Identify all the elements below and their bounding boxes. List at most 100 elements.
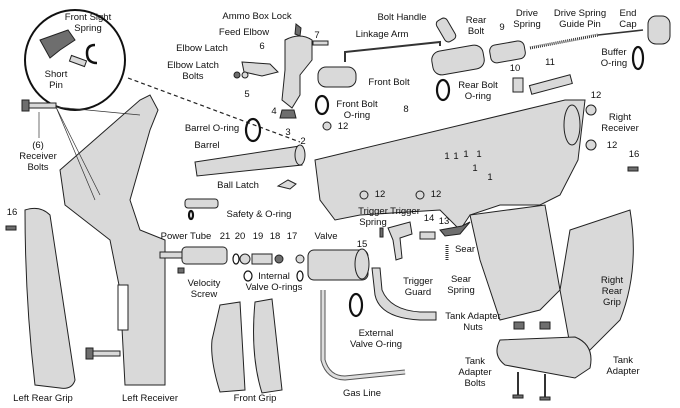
number-14: 14 [423, 213, 435, 224]
label-bolt-handle: Bolt Handle [377, 12, 427, 23]
number-21: 21 [219, 231, 231, 242]
drive-spring [529, 33, 599, 50]
number-1: 1 [463, 149, 469, 160]
front-sight-block [279, 109, 297, 119]
label-ammo-box-lock: Ammo Box Lock [222, 11, 292, 22]
label-left-receiver: Left Receiver [122, 393, 178, 404]
part-11 [528, 74, 573, 95]
label-sear: Sear [454, 244, 476, 255]
number-4: 4 [271, 106, 277, 117]
label-barrel: Barrel [194, 140, 220, 151]
label-gas-line: Gas Line [342, 388, 382, 399]
number-8: 8 [403, 104, 409, 115]
number-19: 19 [252, 231, 264, 242]
trigger-guard [371, 267, 437, 321]
feed-elbow [281, 35, 313, 109]
label-velocity-screw: Velocity Screw [187, 278, 221, 300]
bolt-part-9 [489, 40, 526, 64]
right-receiver [314, 99, 586, 231]
internal-valve-parts [232, 253, 305, 282]
number-13: 13 [438, 216, 450, 227]
number-9: 9 [499, 22, 505, 33]
hex-nut-12 [359, 190, 369, 200]
number-12: 12 [606, 140, 618, 151]
hex-nut-12 [585, 104, 597, 116]
label-right-receiver: Right Receiver [601, 112, 639, 134]
label-ball-latch: Ball Latch [217, 180, 259, 191]
elbow-latch [241, 61, 279, 77]
number-16: 16 [628, 149, 640, 160]
number-17: 17 [286, 231, 298, 242]
label-left-rear-grip: Left Rear Grip [13, 393, 73, 404]
number-1: 1 [472, 163, 478, 174]
number-10: 10 [509, 63, 521, 74]
number-1: 1 [444, 151, 450, 162]
ammo-box-lock [294, 23, 302, 37]
number-12: 12 [337, 121, 349, 132]
number-5: 5 [244, 89, 250, 100]
number-12: 12 [590, 90, 602, 101]
safety [184, 198, 219, 209]
trigger [387, 221, 413, 261]
label-front-bolt-oring: Front Bolt O-ring [336, 99, 378, 121]
label-trigger: Trigger [390, 206, 420, 217]
number-1: 1 [476, 149, 482, 160]
label-front-grip: Front Grip [233, 393, 277, 404]
trigger-part-13 [419, 231, 436, 240]
front-bolt [317, 66, 357, 88]
power-tube [159, 251, 183, 259]
external-valve-oring [348, 292, 364, 318]
number-1: 1 [487, 172, 493, 183]
label-end-cap: End Cap [619, 8, 637, 30]
label-elbow-latch: Elbow Latch [176, 43, 228, 54]
label-drive-spring: Drive Spring [513, 8, 541, 30]
number-16: 16 [6, 207, 18, 218]
bolt-handle [435, 17, 457, 43]
feed-elbow-screw [312, 40, 329, 46]
part-10 [512, 77, 524, 93]
label-barrel-oring: Barrel O-ring [184, 123, 240, 134]
label-rear-bolt-oring: Rear Bolt O-ring [458, 80, 498, 102]
label-rear-bolt: Rear Bolt [465, 15, 487, 37]
grip-screw-16 [5, 225, 17, 231]
buffer-oring [631, 45, 645, 71]
label-front-bolt: Front Bolt [368, 77, 410, 88]
hex-nut-12 [322, 121, 332, 131]
barrel [194, 145, 303, 177]
number-1: 1 [453, 151, 459, 162]
number-12: 12 [374, 189, 386, 200]
label-power-tube: Power Tube [160, 231, 212, 242]
rear-bolt-oring [435, 78, 451, 102]
elbow-latch-bolt [233, 71, 241, 79]
sear [439, 221, 471, 237]
label-buffer-oring: Buffer O-ring [600, 47, 628, 69]
elbow-latch-bolt [241, 71, 249, 79]
right-rear-grip [559, 209, 634, 351]
inset-pointer-line [127, 77, 301, 143]
label-receiver-bolts: (6) Receiver Bolts [19, 140, 57, 173]
end-cap [647, 15, 671, 45]
linkage-arm [344, 40, 441, 62]
receiver-bolt [85, 347, 121, 360]
hex-nut-12 [415, 190, 425, 200]
label-elbow-latch-bolts: Elbow Latch Bolts [167, 60, 219, 82]
label-tank-adapter-bolts: Tank Adapter Bolts [458, 356, 492, 389]
label-tank-adapter: Tank Adapter [606, 355, 640, 377]
label-short-pin: Short Pin [44, 69, 68, 91]
number-6: 6 [259, 41, 265, 52]
velocity-screw [177, 267, 185, 274]
trigger-spring [379, 227, 384, 238]
grip-frame [469, 204, 561, 321]
rear-bolt [431, 44, 485, 76]
number-3: 3 [285, 127, 291, 138]
number-11: 11 [545, 57, 555, 68]
tank-adapter [496, 336, 592, 379]
grip-screw-16 [627, 166, 639, 172]
left-receiver [59, 94, 166, 386]
front-grip-right [253, 298, 283, 394]
label-internal-valve-orings: Internal Valve O-rings [245, 271, 303, 293]
ball-latch [276, 179, 297, 190]
left-rear-grip [24, 207, 76, 389]
receiver-bolt [21, 99, 57, 112]
